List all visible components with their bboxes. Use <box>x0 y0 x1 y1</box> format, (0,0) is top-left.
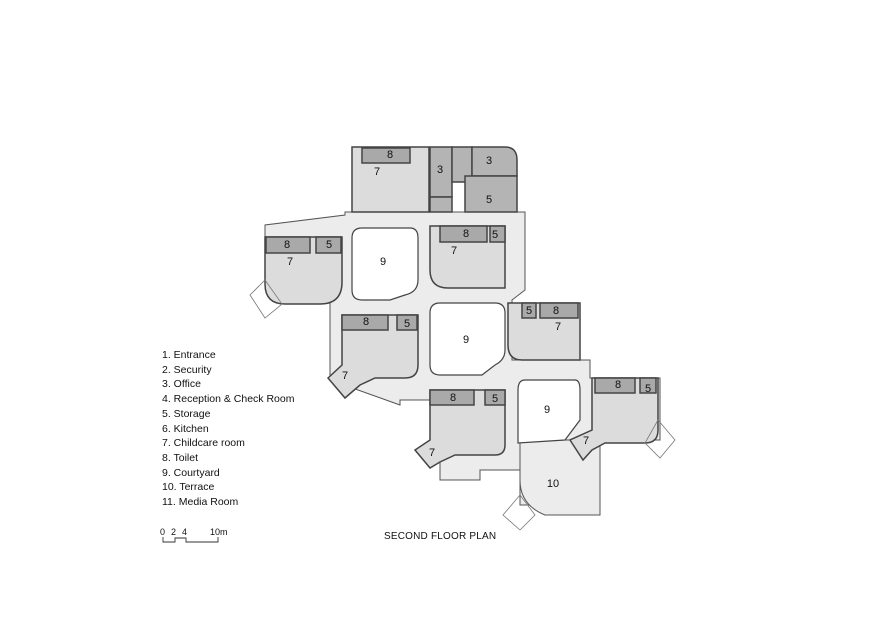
svg-text:7: 7 <box>287 256 293 268</box>
svg-text:8: 8 <box>450 392 456 404</box>
courtyards <box>351 227 581 444</box>
svg-text:8: 8 <box>363 316 369 328</box>
svg-text:5: 5 <box>492 229 498 241</box>
svg-text:9: 9 <box>544 404 550 416</box>
scale-bar <box>162 537 219 543</box>
legend: 1. Entrance 2. Security 3. Office 4. Rec… <box>162 348 294 510</box>
svg-text:8: 8 <box>463 228 469 240</box>
legend-item: 3. Office <box>162 378 201 391</box>
scale-label: 10m <box>210 527 228 537</box>
legend-item: 6. Kitchen <box>162 422 209 435</box>
svg-text:7: 7 <box>555 321 561 333</box>
scale-label: 0 <box>160 527 166 537</box>
svg-text:8: 8 <box>387 149 393 161</box>
svg-text:3: 3 <box>437 164 443 176</box>
legend-item: 5. Storage <box>162 407 211 420</box>
legend-item: 1. Entrance <box>162 349 216 361</box>
legend-item: 9. Courtyard <box>162 466 220 479</box>
legend-item: 10. Terrace <box>162 481 215 494</box>
room-labels: 3 3 5 7 8 8 5 7 9 8 5 7 8 5 7 9 5 8 7 8 … <box>284 149 651 490</box>
svg-text:7: 7 <box>429 447 435 459</box>
childcare-units <box>249 225 676 531</box>
svg-text:10: 10 <box>547 478 559 490</box>
svg-text:7: 7 <box>342 370 348 382</box>
svg-text:5: 5 <box>526 305 532 317</box>
top-block <box>351 146 518 213</box>
legend-item: 2. Security <box>162 363 212 376</box>
svg-text:7: 7 <box>451 245 457 257</box>
svg-text:8: 8 <box>284 239 290 251</box>
svg-text:9: 9 <box>380 256 386 268</box>
svg-text:5: 5 <box>326 239 332 251</box>
legend-item: 11. Media Room <box>162 496 239 509</box>
svg-text:5: 5 <box>645 383 651 395</box>
legend-item: 8. Toilet <box>162 451 198 464</box>
legend-item: 7. Childcare room <box>162 437 245 450</box>
svg-text:5: 5 <box>486 194 492 206</box>
svg-text:9: 9 <box>463 334 469 346</box>
svg-text:5: 5 <box>492 393 498 405</box>
scale-label: 4 <box>182 527 188 537</box>
scale-label: 2 <box>171 527 177 537</box>
legend-item: 4. Reception & Check Room <box>162 393 295 406</box>
svg-text:8: 8 <box>553 305 559 317</box>
svg-text:7: 7 <box>583 435 589 447</box>
svg-text:7: 7 <box>374 166 380 178</box>
svg-text:5: 5 <box>404 318 410 330</box>
svg-text:3: 3 <box>486 155 492 167</box>
svg-text:8: 8 <box>615 379 621 391</box>
plan-title: SECOND FLOOR PLAN <box>384 531 497 542</box>
